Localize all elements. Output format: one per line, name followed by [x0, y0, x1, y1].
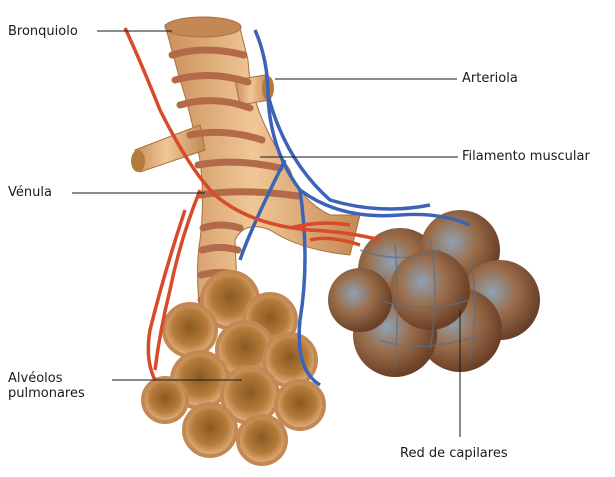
label-red-capilares: Red de capilares	[400, 446, 508, 461]
label-arteriola: Arteriola	[462, 71, 518, 86]
label-venula: Vénula	[8, 185, 52, 200]
alveoli-cluster	[143, 272, 324, 464]
label-alveolos-line2: pulmonares	[8, 386, 85, 401]
label-bronquiolo: Bronquiolo	[8, 24, 78, 39]
label-alveolos-line1: Alvéolos	[8, 371, 63, 386]
label-filamento-muscular: Filamento muscular	[462, 149, 590, 164]
